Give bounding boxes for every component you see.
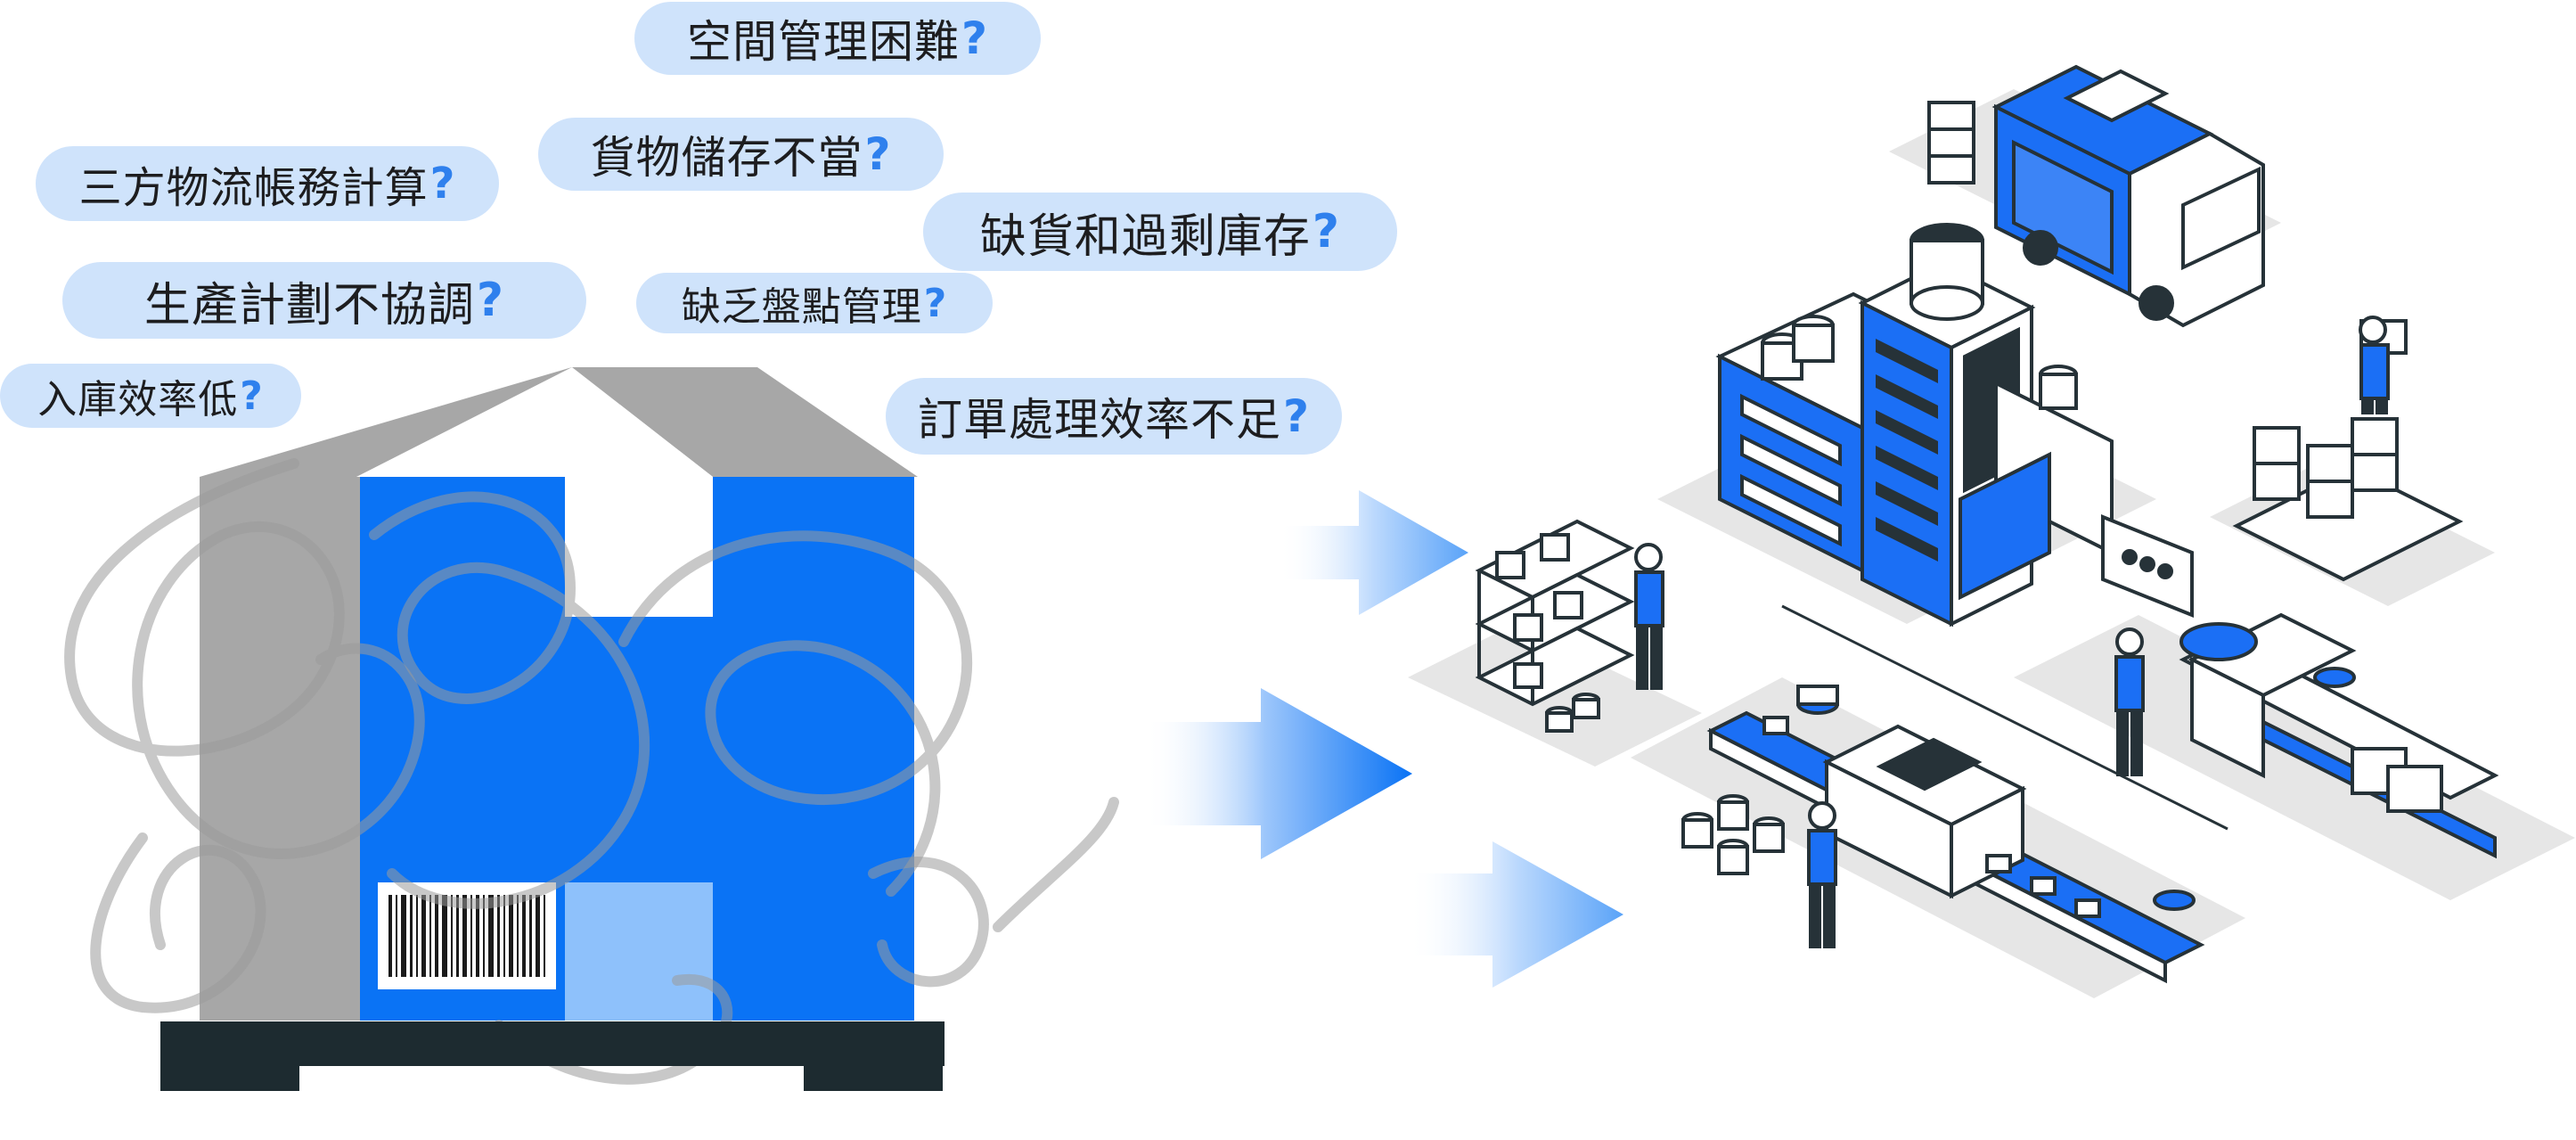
problem-text: 空間管理困難 bbox=[686, 16, 960, 68]
question-mark-icon: ? bbox=[961, 12, 988, 64]
pallet-base bbox=[160, 1021, 945, 1091]
problem-text: 貨物儲存不當 bbox=[590, 132, 863, 184]
problem-text: 入庫效率低 bbox=[37, 377, 239, 422]
question-mark-icon: ? bbox=[429, 159, 456, 209]
problem-bubble-stock: 缺貨和過剩庫存? bbox=[923, 193, 1397, 271]
storage-shelf-icon bbox=[1475, 519, 1635, 733]
worker-icon bbox=[2359, 316, 2390, 414]
worker-icon bbox=[1807, 801, 1837, 948]
smart-factory-icon bbox=[1715, 223, 2114, 627]
problem-text: 三方物流帳務計算 bbox=[78, 163, 429, 213]
arrow-right-icon bbox=[1408, 841, 1623, 988]
problem-text: 訂單處理效率不足 bbox=[917, 394, 1281, 446]
assembly-line-icon bbox=[2101, 514, 2499, 859]
question-mark-icon: ? bbox=[1312, 205, 1341, 258]
barrels-icon bbox=[1681, 794, 1785, 875]
question-mark-icon: ? bbox=[240, 373, 264, 419]
question-mark-icon: ? bbox=[864, 128, 892, 180]
factory-connection-line bbox=[1781, 604, 2228, 831]
delivery-truck-icon bbox=[1927, 64, 2265, 328]
problem-text: 生產計劃不協調 bbox=[143, 278, 475, 332]
problem-bubble-storage: 貨物儲存不當? bbox=[538, 118, 944, 191]
arrow-right-icon bbox=[1145, 688, 1412, 859]
worker-icon bbox=[2114, 627, 2145, 776]
problem-bubble-3pl-accounting: 三方物流帳務計算? bbox=[36, 146, 499, 221]
problem-bubble-production: 生產計劃不協調? bbox=[62, 262, 586, 339]
problem-text: 缺貨和過剩庫存 bbox=[979, 209, 1311, 264]
problem-bubble-inbound: 入庫效率低? bbox=[0, 364, 301, 428]
conveyor-belt-icon bbox=[1706, 685, 2205, 984]
question-mark-icon: ? bbox=[923, 280, 948, 326]
arrow-right-icon bbox=[1279, 490, 1468, 615]
question-mark-icon: ? bbox=[476, 274, 505, 327]
problem-bubble-inventory: 缺乏盤點管理? bbox=[636, 273, 993, 333]
problem-bubble-space: 空間管理困難? bbox=[634, 2, 1041, 75]
worker-icon bbox=[1634, 543, 1664, 690]
problem-text: 缺乏盤點管理 bbox=[681, 284, 922, 330]
question-mark-icon: ? bbox=[1282, 390, 1310, 442]
problem-bubble-orders: 訂單處理效率不足? bbox=[886, 378, 1342, 455]
